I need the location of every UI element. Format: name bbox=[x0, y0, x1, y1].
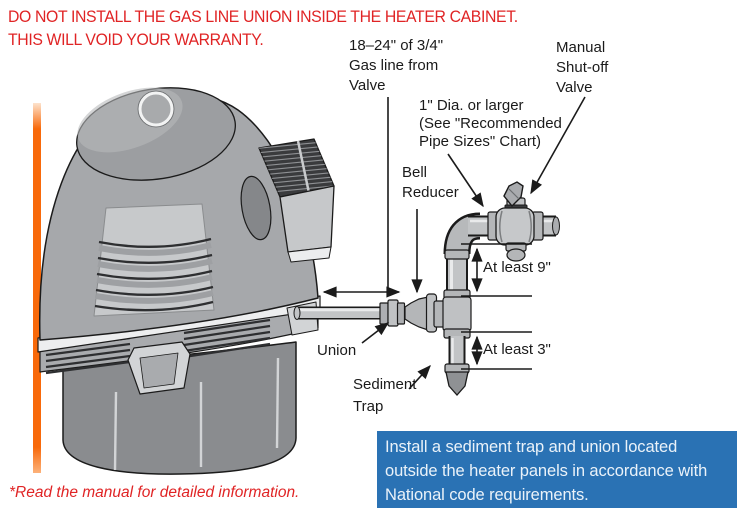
label-bell-reducer: Bell Reducer bbox=[402, 164, 459, 201]
callout-lines bbox=[322, 96, 586, 390]
union-fitting bbox=[379, 299, 406, 327]
tee-fitting bbox=[433, 289, 472, 339]
bell-reducer-fitting bbox=[404, 293, 438, 333]
warning-text: DO NOT INSTALL THE GAS LINE UNION INSIDE… bbox=[8, 7, 518, 49]
label-at-least-3: At least 3" bbox=[483, 341, 551, 358]
accent-bar bbox=[33, 103, 41, 473]
leader-sediment-trap bbox=[408, 364, 431, 390]
dome-top-cap bbox=[138, 91, 174, 127]
riser-pipe bbox=[443, 212, 482, 298]
label-union: Union bbox=[317, 342, 357, 359]
code-requirement-note-text: Install a sediment trap and union locate… bbox=[385, 438, 708, 504]
footnote-text: *Read the manual for detailed informatio… bbox=[9, 484, 300, 501]
base-louvers-right bbox=[183, 318, 271, 359]
label-pipe-diameter: 1" Dia. or larger (See "Recommended Pipe… bbox=[419, 97, 562, 150]
manual-shutoff-valve bbox=[487, 181, 544, 262]
leader-pipe-diameter bbox=[447, 153, 484, 208]
gas-line-pipe bbox=[293, 306, 384, 320]
code-requirement-note: Install a sediment trap and union locate… bbox=[377, 431, 737, 508]
gas-piping bbox=[293, 181, 560, 396]
label-at-least-9: At least 9" bbox=[483, 259, 551, 276]
trap-cap bbox=[445, 371, 469, 396]
heater-vent-box bbox=[240, 138, 335, 263]
sediment-trap-fitting bbox=[444, 336, 470, 396]
leader-union bbox=[361, 322, 390, 344]
label-sediment-trap: Sediment Trap bbox=[353, 376, 417, 415]
label-gas-line: 18–24" of 3/4" Gas line from Valve bbox=[349, 37, 444, 94]
dimension-at-least-3 bbox=[461, 331, 532, 370]
dimension-at-least-9 bbox=[461, 243, 532, 297]
heater-illustration bbox=[37, 87, 335, 475]
leader-manual-valve bbox=[530, 96, 586, 195]
label-manual-shutoff-valve: Manual Shut-off Valve bbox=[556, 39, 609, 96]
dome-louvers bbox=[94, 237, 214, 312]
